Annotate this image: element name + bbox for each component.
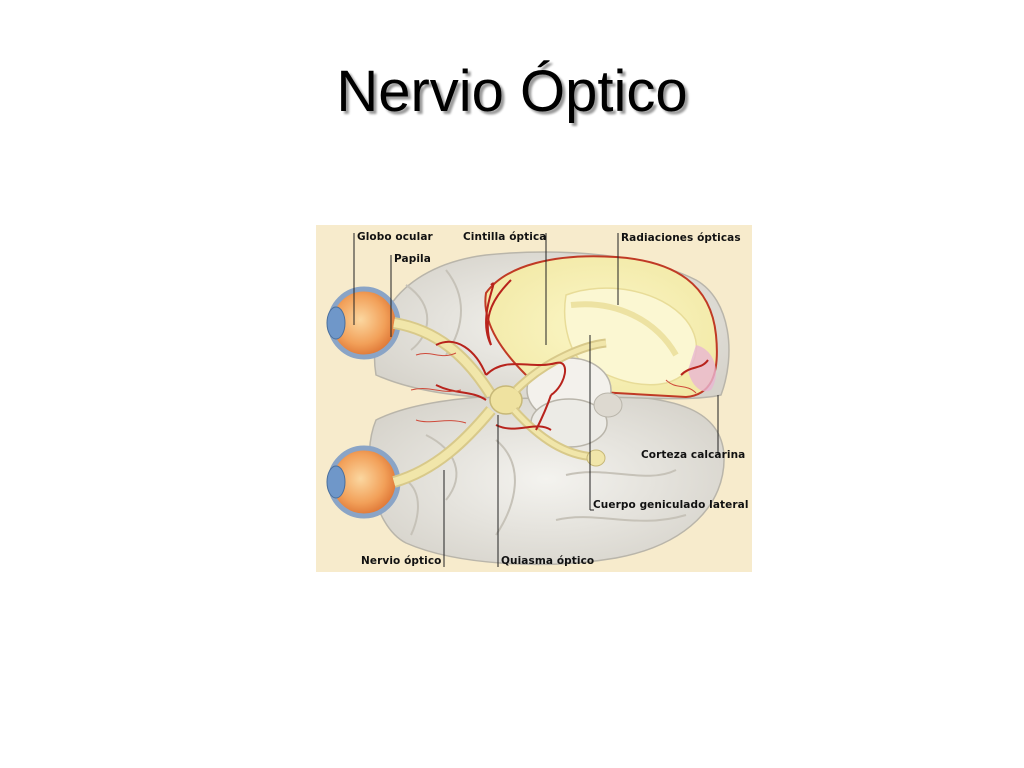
label-globo-ocular: Globo ocular (357, 231, 433, 243)
optic-pathway-illustration (326, 233, 730, 567)
leader-lines (353, 233, 719, 567)
label-cuerpo-geniculado-lateral: Cuerpo geniculado lateral (593, 499, 749, 511)
label-quiasma-optico: Quiasma óptico (501, 555, 595, 567)
label-radiaciones-opticas: Radiaciones ópticas (621, 232, 741, 244)
lateral-geniculate-body (586, 449, 606, 467)
optic-chiasm (489, 385, 523, 415)
label-cintilla-optica: Cintilla óptica (463, 231, 547, 243)
upper-eye (326, 286, 401, 360)
optic-pathway-diagram: Globo ocular Papila Cintilla óptica Radi… (316, 225, 752, 572)
label-papila: Papila (394, 253, 431, 265)
label-nervio-optico: Nervio óptico (361, 555, 442, 567)
arteries (435, 279, 709, 431)
slide-title: Nervio Óptico (336, 59, 688, 124)
calcarine-cortex (688, 345, 716, 392)
lower-eye (326, 445, 401, 519)
label-corteza-calcarina: Corteza calcarina (641, 449, 746, 461)
